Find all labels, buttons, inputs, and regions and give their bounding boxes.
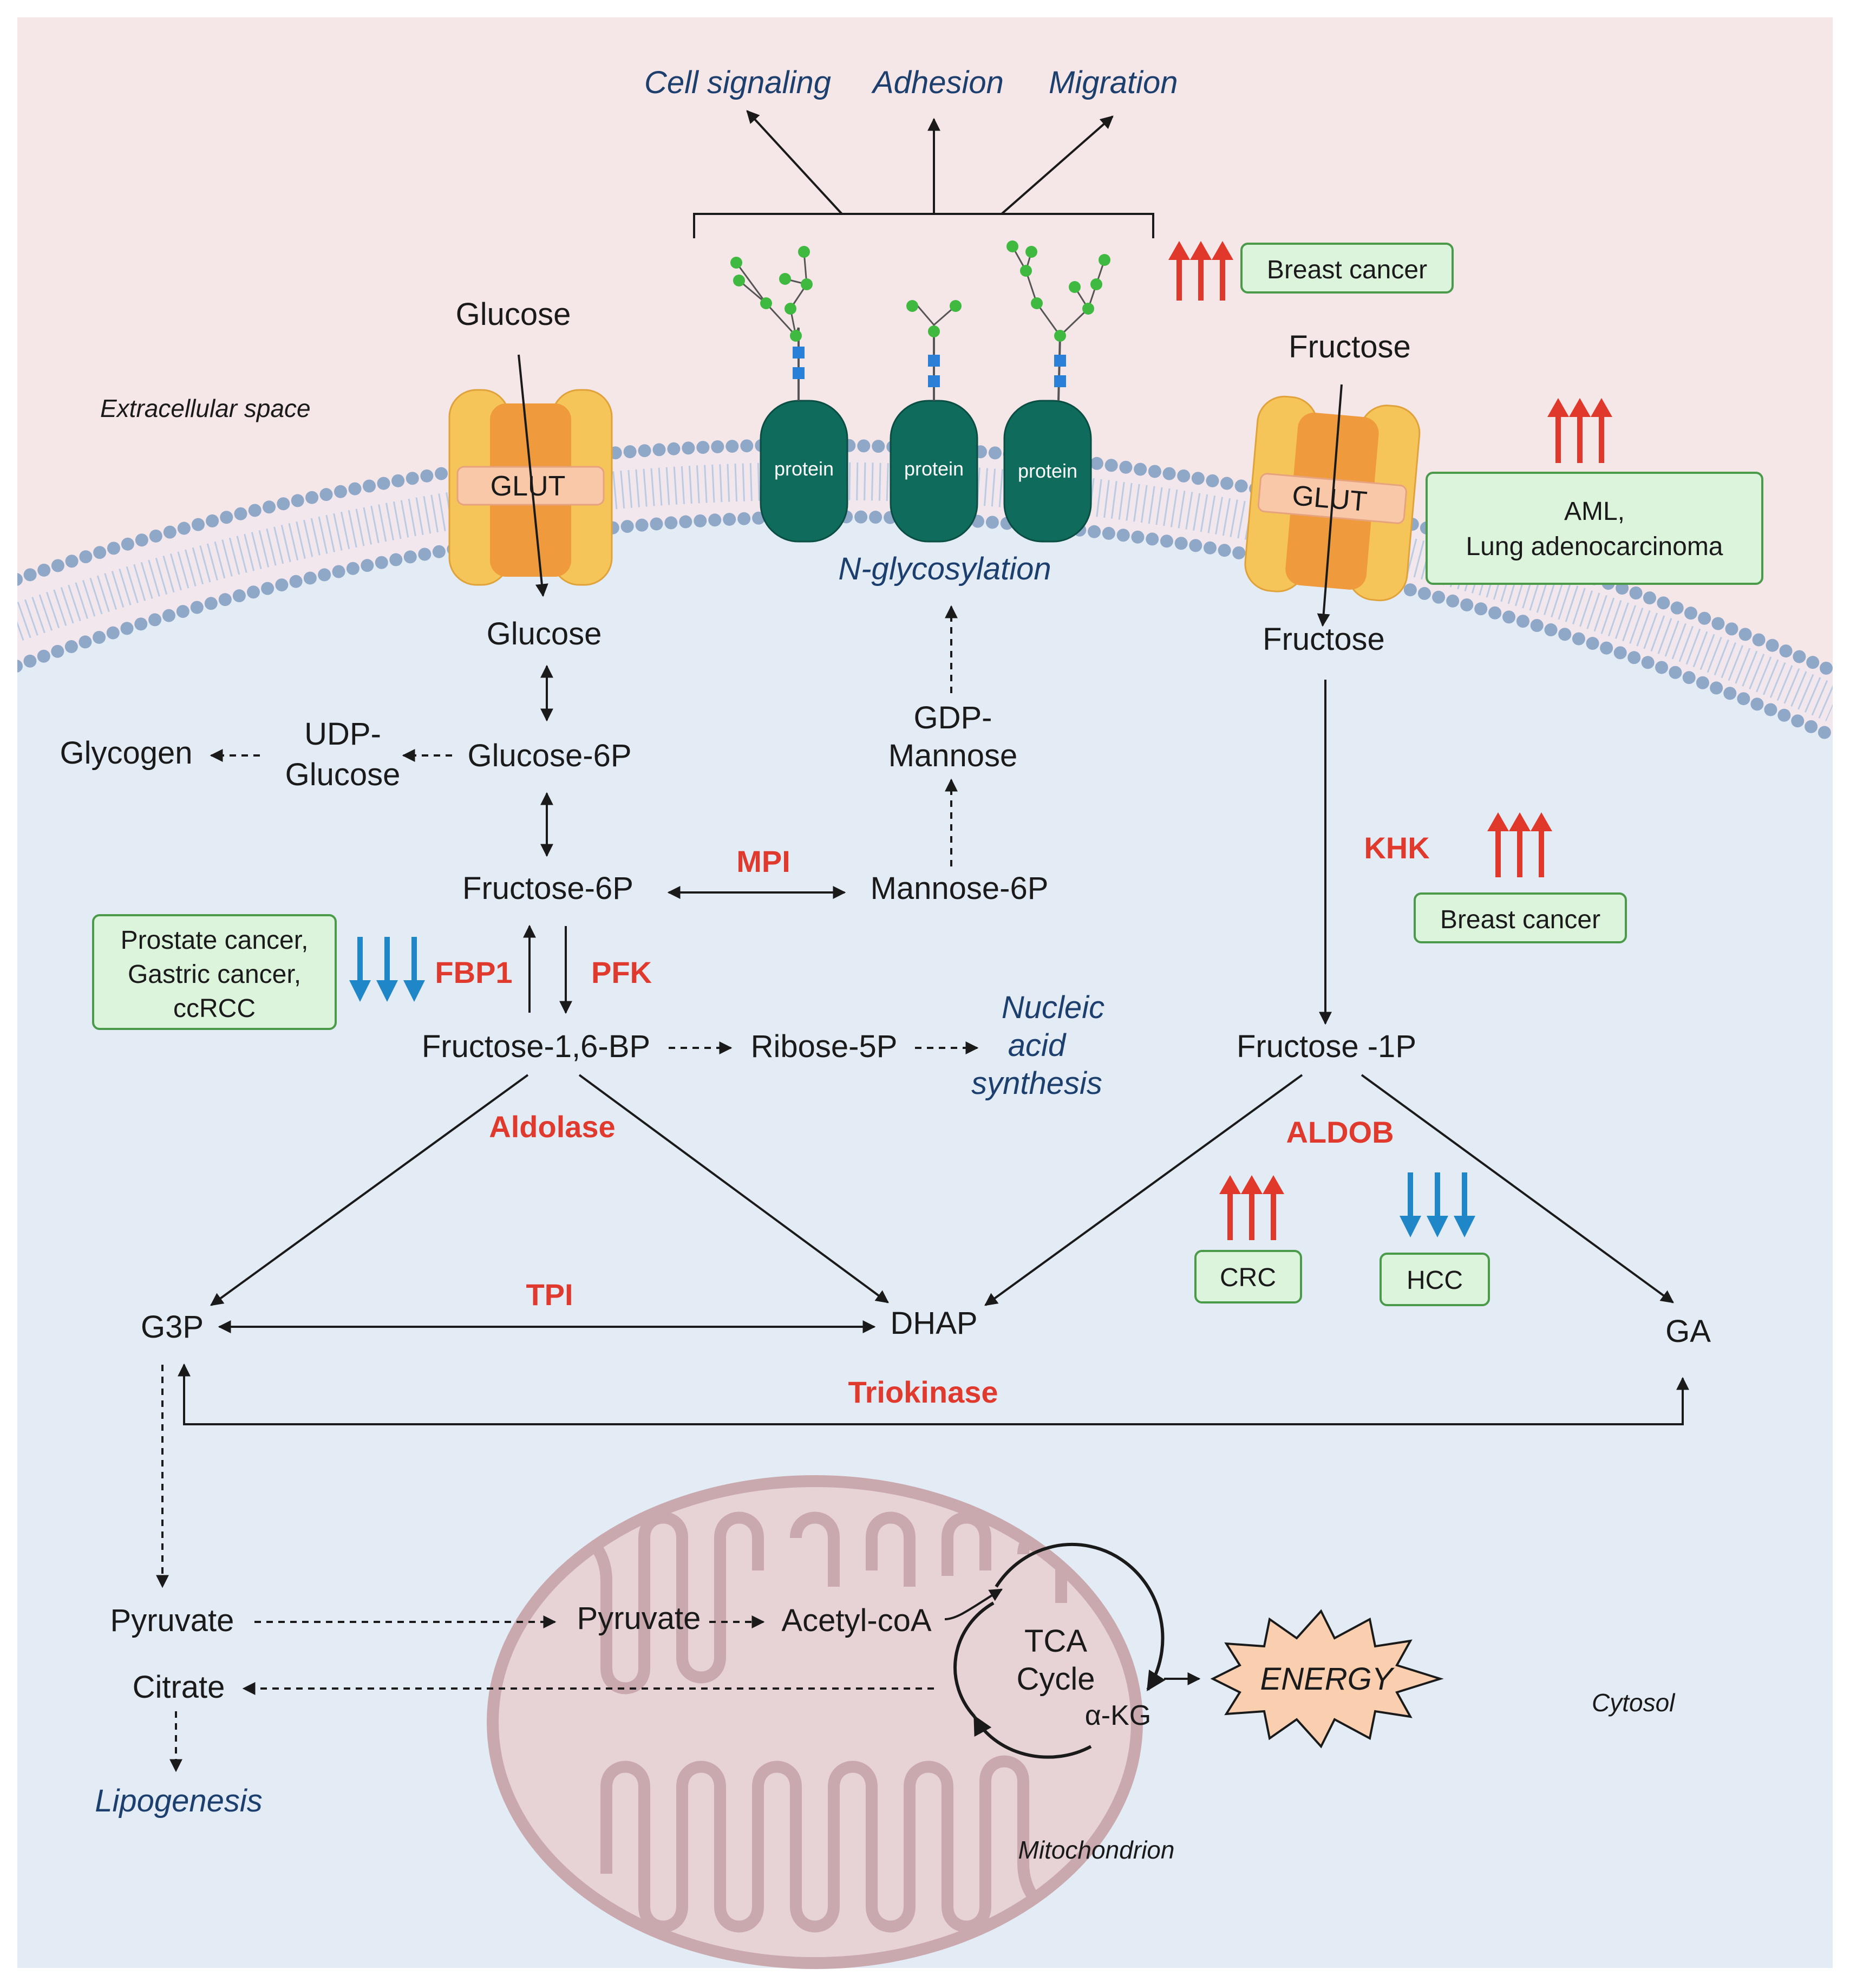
- hcc-text: HCC: [1407, 1266, 1463, 1295]
- acid-line2: acid: [1008, 1028, 1067, 1063]
- glut-left-label: GLUT: [491, 471, 566, 502]
- glut-transporter-left: GLUT: [448, 389, 613, 586]
- arrow-to-migration: [1001, 115, 1114, 215]
- glucose-transport-arrow: [518, 354, 548, 597]
- khk-enzyme: KHK: [1364, 831, 1429, 865]
- fructose-extracellular: Fructose: [1289, 329, 1411, 364]
- prostate-cancer-text: Prostate cancer,: [121, 926, 309, 955]
- hcc-box: HCC: [1380, 1253, 1490, 1306]
- fructose-1p: Fructose -1P: [1237, 1029, 1416, 1064]
- ga: GA: [1665, 1314, 1711, 1349]
- glucose-intracellular: Glucose: [487, 616, 602, 651]
- tca-arc-upper: [995, 1542, 1166, 1692]
- energy-burst: ENERGY: [1210, 1609, 1444, 1749]
- triokinase-enzyme: Triokinase: [848, 1375, 998, 1409]
- mitochondrion-label: Mitochondrion: [1018, 1836, 1175, 1864]
- migration-label: Migration: [1049, 65, 1178, 100]
- aml-lung-box: AML, Lung adenocarcinoma: [1426, 472, 1763, 585]
- protein-2-label: protein: [904, 458, 964, 480]
- tca-cycle: TCA Cycle α-KG: [953, 1542, 1166, 1759]
- ccrcc-text: ccRCC: [173, 994, 256, 1023]
- alpha-kg: α-KG: [1085, 1700, 1152, 1731]
- lipid-tails: [16, 462, 1834, 722]
- fbp1-cancer-box: Prostate cancer, Gastric cancer, ccRCC: [92, 914, 337, 1030]
- glut-right-label: GLUT: [1291, 480, 1368, 518]
- mpi-enzyme: MPI: [736, 844, 790, 878]
- frame: [15, 15, 1835, 1970]
- breast-cancer-box-top: Breast cancer: [1240, 243, 1454, 294]
- breast-cancer-khk-text: Breast cancer: [1440, 905, 1600, 934]
- upregulation-arrows-aml: [1547, 398, 1612, 463]
- downregulation-arrows-fbp1: [349, 937, 425, 1002]
- f16bp-dhap-arrow: [578, 1074, 889, 1303]
- glucose-6p: Glucose-6P: [467, 738, 631, 773]
- nucleic-line1: Nucleic: [1002, 990, 1104, 1025]
- glycoprotein-bracket: [693, 213, 1154, 238]
- adhesion-label: Adhesion: [871, 65, 1004, 100]
- gastric-cancer-text: Gastric cancer,: [128, 960, 301, 989]
- mannose-6p: Mannose-6P: [871, 871, 1049, 906]
- upregulation-arrows-khk: [1487, 812, 1552, 877]
- fructose-6p: Fructose-6P: [462, 871, 633, 906]
- udp-glucose-line2: Glucose: [285, 757, 401, 792]
- pyruvate-mito: Pyruvate: [577, 1601, 701, 1636]
- aldolase-enzyme: Aldolase: [489, 1110, 615, 1144]
- breast-cancer-box-khk: Breast cancer: [1414, 892, 1627, 943]
- glycoprotein-2: protein: [890, 300, 978, 543]
- tpi-enzyme: TPI: [526, 1277, 573, 1312]
- acetyl-coa: Acetyl-coA: [781, 1603, 932, 1638]
- f1p-dhap-arrow: [984, 1074, 1303, 1306]
- breast-cancer-top-text: Breast cancer: [1267, 256, 1427, 284]
- gdp-mannose-line2: Mannose: [888, 738, 1018, 773]
- gdp-line1: GDP-: [914, 700, 992, 735]
- energy-text: ENERGY: [1260, 1661, 1395, 1697]
- lipogenesis-label: Lipogenesis: [95, 1783, 263, 1818]
- mitochondrion: [487, 1475, 1143, 1969]
- acetylcoa-tca-arrow: [944, 1588, 1003, 1620]
- glycoprotein-3: protein: [1003, 240, 1110, 543]
- crc-text: CRC: [1220, 1263, 1276, 1292]
- synthesis-line3: synthesis: [971, 1066, 1102, 1101]
- cycle-text: Cycle: [1016, 1661, 1095, 1697]
- glycoprotein-1: protein: [730, 246, 848, 543]
- upregulation-arrows-crc: [1219, 1175, 1284, 1240]
- upregulation-arrows-breast-top: [1168, 241, 1233, 301]
- protein-1-label: protein: [774, 458, 834, 480]
- tca-arc-lower: [973, 1715, 1092, 1759]
- udp-line1: UDP-: [304, 716, 381, 752]
- lung-adenocarcinoma-text: Lung adenocarcinoma: [1466, 532, 1723, 561]
- ribose-5p: Ribose-5P: [751, 1029, 898, 1064]
- tca-text: TCA: [1024, 1624, 1087, 1659]
- cytosol-label: Cytosol: [1592, 1689, 1676, 1717]
- extracellular-space-label: Extracellular space: [100, 394, 311, 422]
- n-glycosylation-label: N-glycosylation: [838, 551, 1051, 586]
- fructose-16bp: Fructose-1,6-BP: [422, 1029, 650, 1064]
- downregulation-arrows-hcc: [1400, 1172, 1475, 1237]
- dhap: DHAP: [890, 1306, 977, 1341]
- aml-text: AML,: [1564, 497, 1625, 526]
- crc-box: CRC: [1194, 1250, 1302, 1303]
- fbp1-enzyme: FBP1: [435, 955, 512, 989]
- glucose-extracellular: Glucose: [456, 297, 571, 332]
- glycogen: Glycogen: [60, 735, 192, 771]
- citrate: Citrate: [133, 1670, 225, 1705]
- protein-3-label: protein: [1018, 460, 1077, 482]
- arrow-to-cell-signaling: [746, 110, 843, 215]
- fructose-intracellular: Fructose: [1263, 622, 1385, 657]
- pyruvate-cytosol: Pyruvate: [110, 1603, 234, 1638]
- cell-signaling-label: Cell signaling: [644, 65, 831, 100]
- fructose-transport-arrow: [1317, 384, 1343, 627]
- pfk-enzyme: PFK: [591, 955, 652, 989]
- aldob-enzyme: ALDOB: [1286, 1115, 1394, 1149]
- g3p: G3P: [141, 1309, 204, 1345]
- f16bp-g3p-arrow: [210, 1074, 529, 1306]
- f1p-ga-arrow: [1361, 1074, 1674, 1303]
- tca-arc-left: [953, 1601, 995, 1718]
